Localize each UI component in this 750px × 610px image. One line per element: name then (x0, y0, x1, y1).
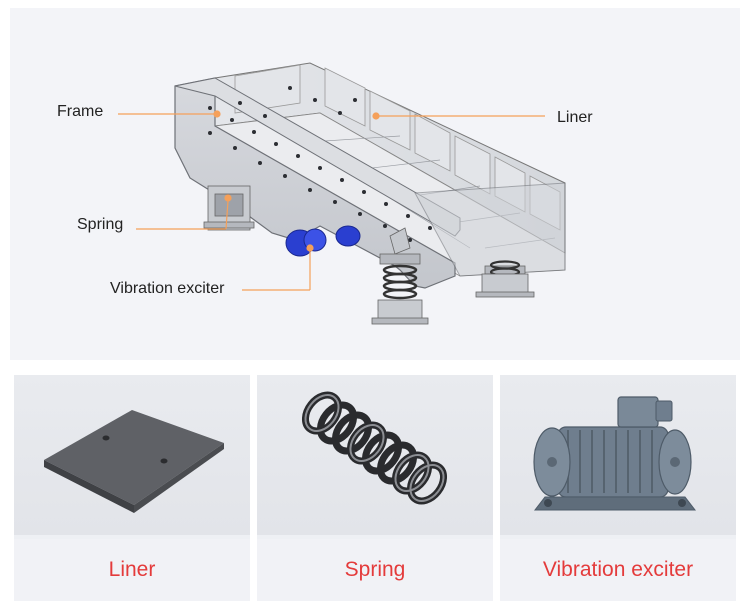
liner-plate-icon (14, 375, 250, 535)
callout-frame: Frame (57, 103, 104, 120)
component-card-vibration-exciter: Vibration exciter (500, 375, 736, 601)
front-right-support (371, 227, 429, 325)
far-right-support (475, 260, 535, 298)
bolt-holes (208, 86, 432, 242)
vibration-motor-icon (500, 375, 736, 535)
card-caption-box: Liner (14, 539, 250, 601)
component-card-spring: Spring (257, 375, 493, 601)
component-card-liner: Liner (14, 375, 250, 601)
vibrating-feeder-illustration (118, 62, 566, 325)
callout-spring: Spring (77, 216, 124, 233)
card-caption-box: Spring (257, 539, 493, 601)
coil-spring-icon (257, 375, 493, 535)
callout-lines (118, 110, 545, 291)
callout-vibration-exciter: Vibration exciter (110, 280, 225, 297)
card-caption-vibration-exciter: Vibration exciter (542, 558, 694, 581)
card-caption-spring: Spring (344, 558, 406, 581)
feeder-diagram-panel: Frame Liner Spring Vibration exciter (10, 8, 740, 360)
card-caption-liner: Liner (108, 558, 156, 581)
rear-support (203, 185, 255, 231)
vibration-exciter-motors (285, 225, 361, 257)
far-side-wall (414, 182, 566, 277)
card-caption-box: Vibration exciter (500, 539, 736, 601)
callout-liner: Liner (557, 109, 593, 126)
